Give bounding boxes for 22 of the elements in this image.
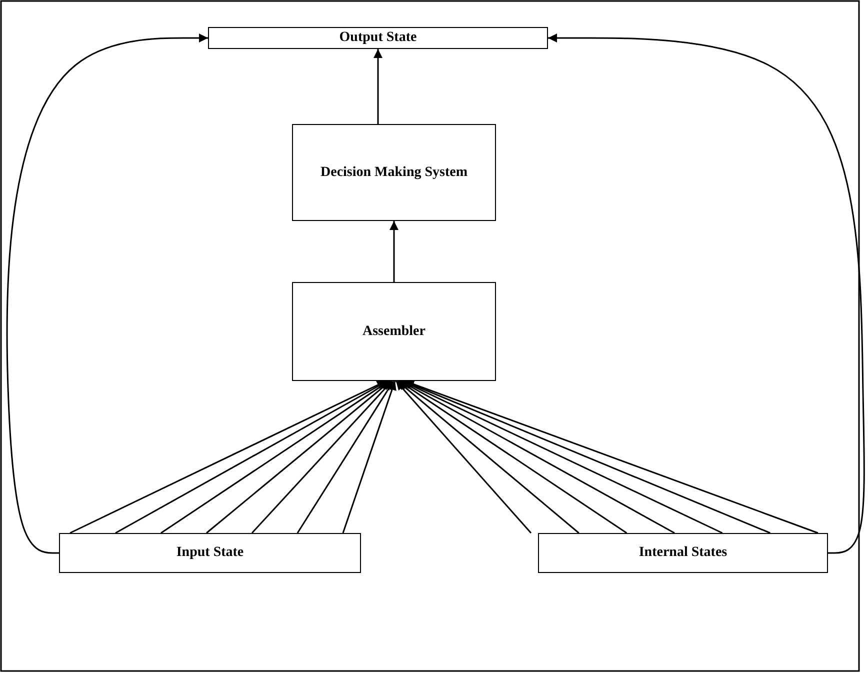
arrow [374,49,382,124]
arrow [390,221,398,282]
box-label: Internal States [638,545,728,561]
box-label: Decision Making System [320,164,468,180]
arrow [548,34,865,554]
process-box [292,282,496,381]
arrow [251,380,393,534]
box-label: Assembler [362,324,426,340]
box-label: Input State [176,545,244,561]
process-box [208,27,548,49]
arrow [160,380,390,534]
process-box [538,533,828,573]
arrow [397,380,580,534]
arrow [296,380,394,534]
arrow [342,380,396,534]
arrow [206,380,391,534]
process-box [292,124,496,221]
process-box [59,533,361,573]
arrow [395,380,532,534]
arrow [6,34,208,554]
arrow [398,380,628,534]
box-label: Output State [339,30,417,46]
